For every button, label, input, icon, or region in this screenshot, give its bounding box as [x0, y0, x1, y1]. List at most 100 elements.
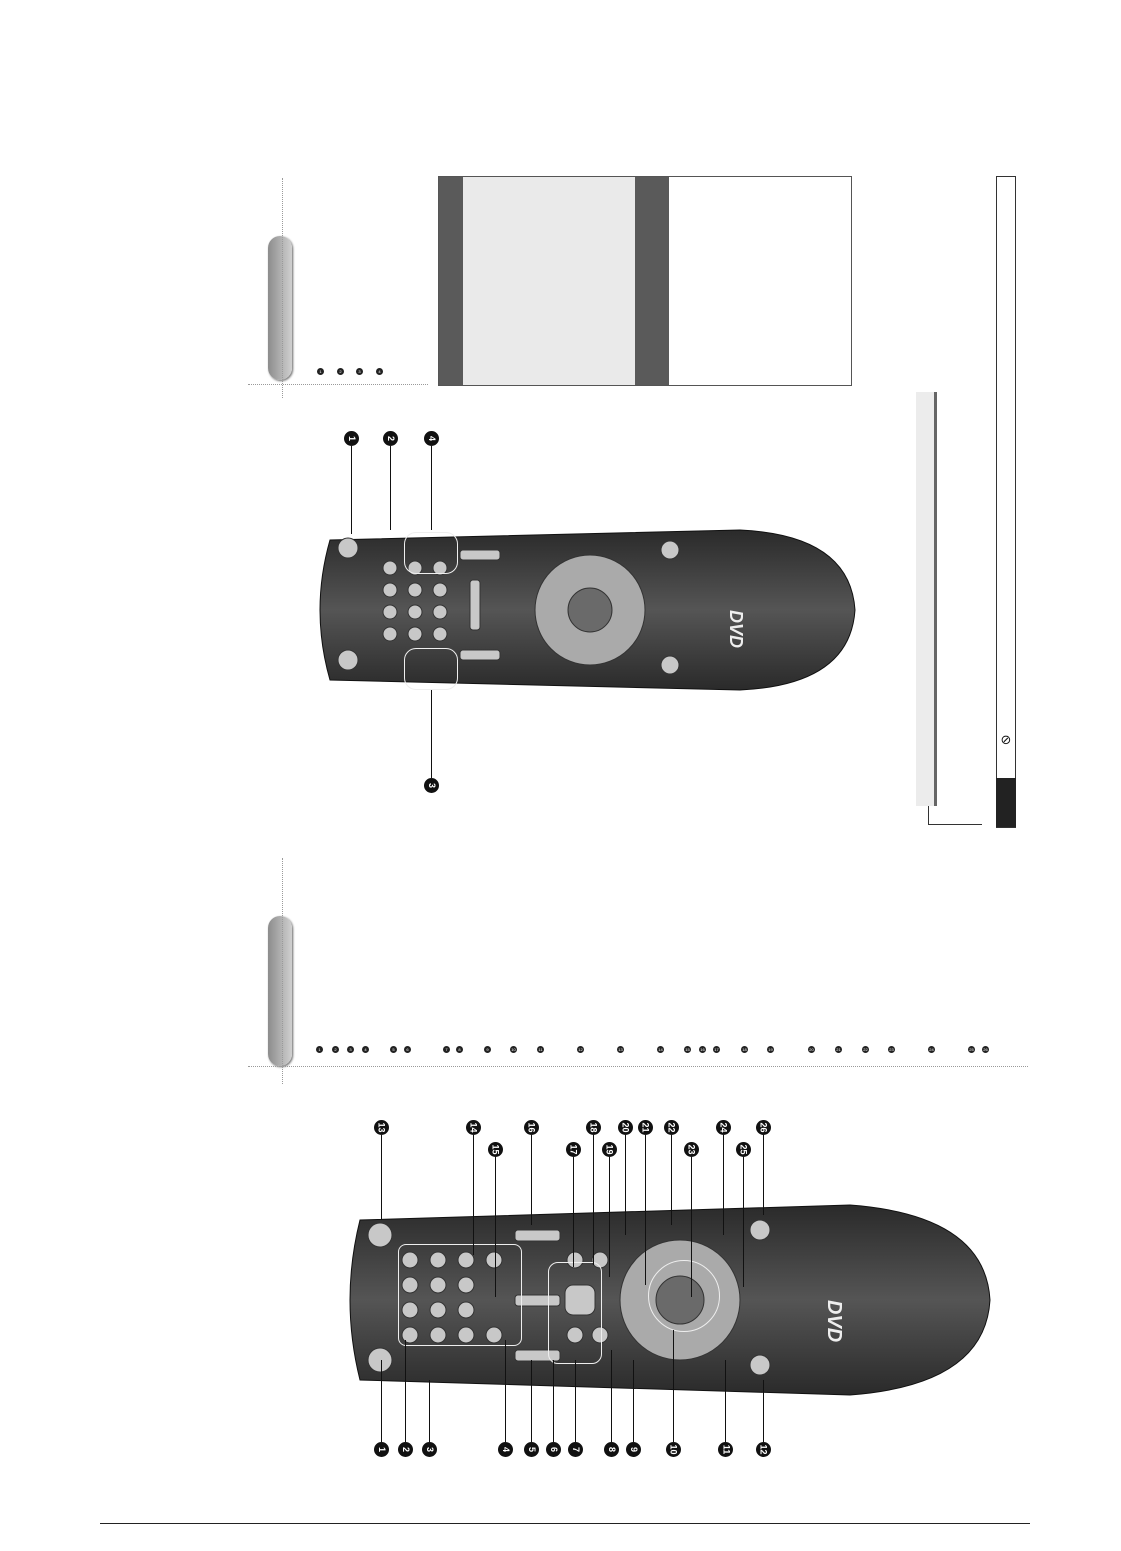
leader-line — [505, 1340, 506, 1442]
leader-line — [609, 1157, 610, 1277]
leader-line — [390, 446, 391, 530]
callout-bottom-13: 13 — [374, 1120, 389, 1135]
callout-bottom-20: 20 — [618, 1120, 633, 1135]
list-marker: 16 — [699, 1046, 706, 1053]
panel-header-bar — [439, 177, 463, 385]
callout-bottom-14: 14 — [466, 1120, 481, 1135]
callout-top-1: 1 — [344, 431, 359, 446]
leader-line — [381, 1135, 382, 1220]
leader-line — [763, 1135, 764, 1215]
list-marker: 4 — [362, 1046, 369, 1053]
callout-bottom-19: 19 — [602, 1142, 617, 1157]
list-marker: 15 — [684, 1046, 691, 1053]
callout-bottom-24: 24 — [716, 1120, 731, 1135]
callout-top-2: 2 — [383, 431, 398, 446]
callout-bottom-18: 18 — [586, 1120, 601, 1135]
callout-bottom-2: 2 — [398, 1442, 413, 1457]
callout-bottom-3: 3 — [422, 1442, 437, 1457]
panel-body — [463, 177, 635, 385]
section-tab-top — [268, 236, 292, 380]
leader-line — [593, 1135, 594, 1265]
list-marker: 3 — [347, 1046, 354, 1053]
list-marker: 2 — [332, 1046, 339, 1053]
list-marker: 17 — [713, 1046, 720, 1053]
list-marker: 18 — [741, 1046, 748, 1053]
section-rule-bottom — [248, 1066, 1028, 1067]
leader-line — [763, 1380, 764, 1442]
highlight-oval-channel — [404, 648, 458, 690]
leader-line — [645, 1135, 646, 1285]
leader-line — [431, 690, 432, 778]
list-marker: 9 — [484, 1046, 491, 1053]
note-box-connector — [928, 824, 982, 825]
callout-top-4: 4 — [424, 431, 439, 446]
leader-line — [625, 1135, 626, 1235]
callout-bottom-16: 16 — [524, 1120, 539, 1135]
leader-line — [671, 1135, 672, 1225]
callout-bottom-11: 11 — [718, 1442, 733, 1457]
list-marker: 21 — [835, 1046, 842, 1053]
list-marker: 20 — [808, 1046, 815, 1053]
callout-bottom-23: 23 — [684, 1142, 699, 1157]
leader-line — [575, 1360, 576, 1442]
leader-line — [531, 1360, 532, 1442]
callout-bottom-8: 8 — [604, 1442, 619, 1457]
callout-bottom-22: 22 — [664, 1120, 679, 1135]
leader-line — [473, 1135, 474, 1255]
list-marker: 2 — [337, 368, 344, 375]
note-box-edge — [934, 392, 937, 806]
callout-bottom-15: 15 — [488, 1142, 503, 1157]
note-box-shade — [916, 392, 936, 806]
section-rule-top-vertical — [282, 178, 283, 398]
list-marker: 1 — [316, 1046, 323, 1053]
list-marker: 12 — [577, 1046, 584, 1053]
leader-line — [633, 1360, 634, 1442]
list-marker: 11 — [537, 1046, 544, 1053]
callout-bottom-10: 10 — [666, 1442, 681, 1457]
panel-header-bar — [635, 177, 669, 385]
section-tab-bottom — [268, 916, 292, 1066]
callout-bottom-4: 4 — [498, 1442, 513, 1457]
leader-line — [431, 446, 432, 530]
callout-bottom-26: 26 — [756, 1120, 771, 1135]
leader-line — [351, 446, 352, 534]
leader-line — [573, 1157, 574, 1267]
dvd-logo: DVD — [726, 610, 746, 648]
callout-bottom-6: 6 — [546, 1442, 561, 1457]
section-rule-bottom-vertical — [282, 858, 283, 1084]
callout-bottom-9: 9 — [626, 1442, 641, 1457]
highlight-oval-volume — [404, 532, 458, 574]
leader-line — [429, 1380, 430, 1442]
highlight-play-keys — [548, 1262, 602, 1364]
page-bottom-rule — [100, 1523, 1030, 1524]
info-panel-top — [438, 176, 852, 386]
list-marker: 3 — [356, 368, 363, 375]
list-marker: 22 — [862, 1046, 869, 1053]
dvd-logo: DVD — [823, 1300, 845, 1342]
list-marker: 26 — [982, 1046, 989, 1053]
leader-line — [691, 1157, 692, 1297]
list-marker: 6 — [404, 1046, 411, 1053]
callout-bottom-12: 12 — [756, 1442, 771, 1457]
leader-line — [405, 1340, 406, 1442]
list-marker: 5 — [390, 1046, 397, 1053]
leader-line — [723, 1135, 724, 1235]
list-marker: 4 — [376, 368, 383, 375]
caution-box — [996, 176, 1016, 828]
callout-bottom-25: 25 — [736, 1142, 751, 1157]
leader-line — [673, 1330, 674, 1442]
leader-line — [743, 1157, 744, 1287]
leader-line — [611, 1350, 612, 1442]
callout-bottom-21: 21 — [638, 1120, 653, 1135]
list-marker: 10 — [510, 1046, 517, 1053]
note-box-connector — [928, 806, 929, 824]
section-rule-top — [248, 384, 428, 385]
list-marker: 1 — [317, 368, 324, 375]
callout-top-3: 3 — [424, 778, 439, 793]
list-marker: 7 — [443, 1046, 450, 1053]
list-marker: 25 — [968, 1046, 975, 1053]
list-marker: 8 — [456, 1046, 463, 1053]
leader-line — [495, 1157, 496, 1297]
list-marker: 14 — [657, 1046, 664, 1053]
prohibit-icon: ⊘ — [1000, 732, 1012, 747]
